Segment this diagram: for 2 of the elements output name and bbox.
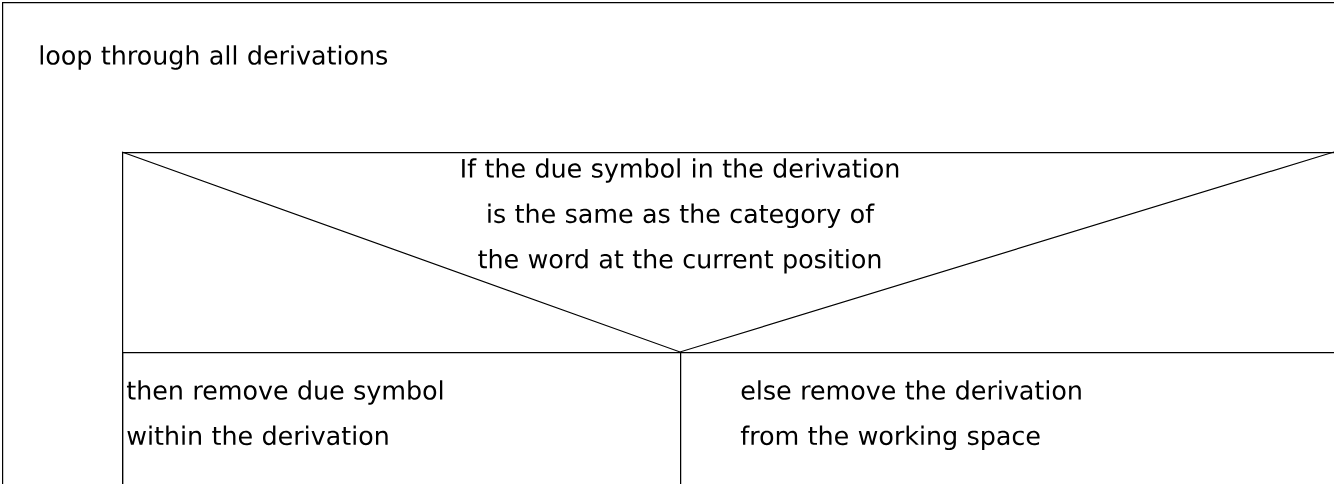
- branch-block: else remove the derivation from the working space: [680, 352, 1334, 484]
- branch-block: then remove due symbol within the derivation: [122, 352, 682, 484]
